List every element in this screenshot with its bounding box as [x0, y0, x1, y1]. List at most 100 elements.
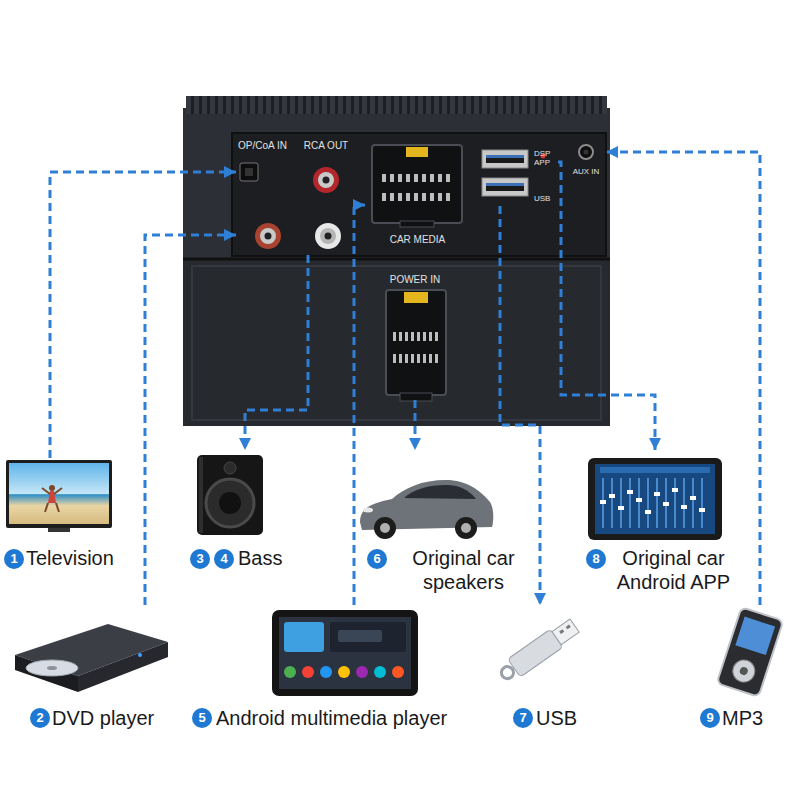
- television-picture: [6, 460, 112, 532]
- port-node: OP/CoA IN: [236, 138, 294, 255]
- car-media-connector-part: [400, 221, 434, 227]
- device-node: Television: [26, 458, 138, 570]
- car-picture-part: [363, 508, 373, 513]
- aux-jack-part: [584, 150, 589, 155]
- subwoofer-picture-part: [219, 492, 241, 514]
- device-node: Android multimedia player: [216, 605, 480, 730]
- rca-jack-part: [315, 223, 341, 249]
- device-node: Bass: [238, 450, 310, 570]
- equalizer-tablet-picture-part: [600, 488, 705, 514]
- rca-jack-part: [323, 177, 330, 184]
- android-player-picture: [272, 610, 418, 696]
- callout-number: 9: [700, 708, 720, 728]
- android-player-picture-part: [374, 666, 386, 678]
- callout-number: 1: [4, 549, 24, 569]
- aux-jack-part: [579, 145, 593, 159]
- port-label: CAR MEDIA: [365, 234, 470, 246]
- usb-stick-picture-part: [566, 625, 571, 630]
- power-connector-part: [404, 292, 428, 303]
- callout-number: 8: [586, 549, 606, 569]
- dsp-housing-part: [192, 266, 601, 420]
- callout-number: 6: [367, 549, 387, 569]
- usb-port-part: [486, 155, 524, 163]
- port-label: OP/CoA IN: [238, 140, 292, 152]
- device-caption: DVD player: [52, 706, 179, 730]
- mp3-player-picture-part: [735, 617, 775, 655]
- mp3-player-picture: [717, 607, 784, 697]
- device-caption: Original car Android APP: [610, 546, 737, 594]
- car-picture-part: [380, 523, 390, 533]
- device-node: Original car speakers: [390, 450, 537, 594]
- callout-number: 7: [513, 708, 533, 728]
- mp3-player-picture-part: [739, 666, 749, 676]
- dsp-housing-part: [183, 108, 610, 260]
- television-picture-part: [48, 528, 70, 532]
- aux-jack: [579, 145, 593, 159]
- callout-number: 4: [214, 549, 234, 569]
- optical-port-part: [240, 163, 258, 181]
- usb-port: [482, 178, 528, 196]
- port-node: POWER IN: [378, 268, 454, 400]
- usb-stick-picture-part: [499, 664, 516, 681]
- device-node: MP3: [722, 605, 790, 730]
- rca-jack: [315, 223, 341, 249]
- television-picture-part: [42, 488, 62, 512]
- equalizer-tablet-picture-part: [595, 464, 715, 534]
- android-player-picture-part: [392, 666, 404, 678]
- usb-port-part: [486, 183, 524, 186]
- subwoofer-picture-part: [199, 457, 203, 533]
- subwoofer-picture-part: [197, 455, 263, 535]
- device-node: USB: [536, 605, 598, 730]
- dashed-connector: [558, 162, 655, 450]
- usb-port: [482, 150, 528, 168]
- port-node: CAR MEDIA: [365, 140, 472, 250]
- android-player-picture-part: [284, 666, 296, 678]
- power-connector-part: [386, 290, 446, 395]
- android-player-picture-part: [338, 630, 382, 642]
- dashed-connector: [50, 172, 236, 458]
- rca-jack-part: [260, 228, 276, 244]
- device-caption: Television: [26, 546, 138, 570]
- dvd-player-picture: [15, 624, 168, 692]
- dvd-player-picture-part: [15, 624, 168, 676]
- port-node: AUX IN: [568, 140, 606, 180]
- usb-port-part: [482, 178, 528, 196]
- car-picture-part: [455, 517, 477, 539]
- android-player-picture-part: [279, 617, 411, 689]
- power-connector: [386, 290, 446, 401]
- rca-jack-part: [265, 233, 272, 240]
- power-connector-part: [400, 393, 432, 401]
- mp3-player-picture-part: [717, 607, 784, 697]
- callout-number: 5: [192, 708, 212, 728]
- rca-jack: [255, 223, 281, 249]
- dvd-player-picture-part: [78, 642, 168, 692]
- usb-stick-picture-part: [559, 629, 564, 634]
- android-player-picture-part: [284, 622, 324, 652]
- optical-port-part: [245, 168, 253, 176]
- rca-jack: [313, 167, 339, 193]
- rca-jack-part: [325, 233, 332, 240]
- port-node: RCA OUT: [302, 138, 352, 255]
- car-media-connector-part: [372, 145, 462, 223]
- dashed-connector: [414, 400, 417, 450]
- android-player-picture-part: [320, 666, 332, 678]
- car-picture-part: [404, 485, 476, 499]
- equalizer-tablet-picture-part: [603, 478, 702, 528]
- dsp-housing-part: [232, 133, 606, 256]
- dsp-housing-part: [183, 260, 610, 426]
- rca-jack-part: [313, 167, 339, 193]
- android-player-picture-part: [302, 666, 314, 678]
- rca-jack-part: [320, 228, 336, 244]
- dvd-player-picture-part: [15, 655, 78, 692]
- rca-jack-part: [255, 223, 281, 249]
- subwoofer-picture-part: [206, 479, 254, 527]
- optical-port: [240, 163, 258, 181]
- dashed-connector: [145, 235, 236, 605]
- dvd-player-picture-part: [26, 660, 78, 676]
- equalizer-tablet-picture-part: [588, 458, 722, 540]
- callout-number: 2: [30, 708, 50, 728]
- dvd-player-picture-part: [138, 653, 142, 657]
- car-media-connector: [372, 145, 462, 227]
- port-node: DSP APP: [480, 148, 558, 176]
